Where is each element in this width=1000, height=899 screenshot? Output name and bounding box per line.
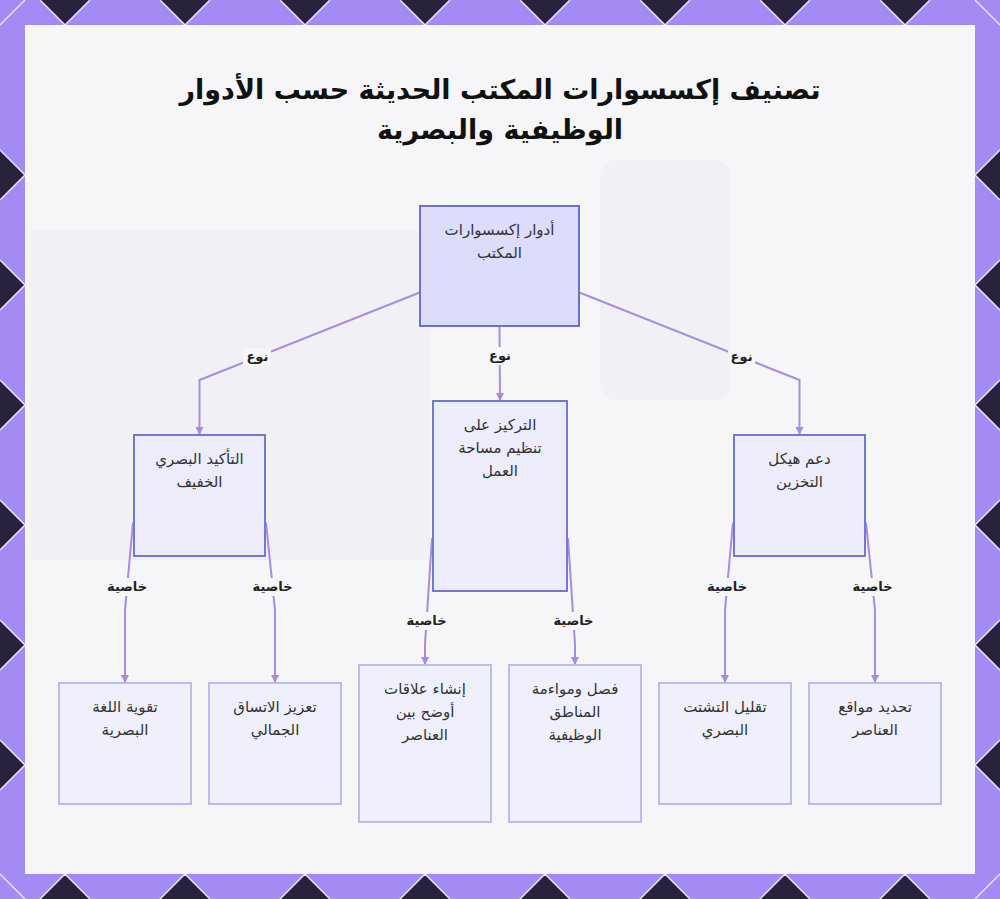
diagram-title: تصنيف إكسسوارات المكتب الحديثة حسب الأدو… — [150, 70, 850, 150]
node-text: التأكيد البصري الخفيف — [151, 448, 248, 494]
category-box: دعم هيكل التخزين — [733, 434, 866, 557]
node-text: التركيز على تنظيم مساحة العمل — [450, 414, 550, 483]
edge-label: نوع — [486, 347, 514, 365]
connector-line — [568, 538, 575, 664]
faded-photo — [30, 230, 430, 560]
connector-line — [266, 523, 275, 682]
category-box: التأكيد البصري الخفيف — [133, 434, 266, 557]
node-text: تقليل التشتت البصري — [676, 696, 774, 742]
node-text: أدوار إكسسوارات المكتب — [437, 219, 562, 265]
property-box: تقليل التشتت البصري — [658, 682, 792, 805]
connector-line — [725, 523, 733, 682]
property-box: تحديد مواقع العناصر — [808, 682, 942, 805]
edge-label: خاصية — [550, 612, 596, 630]
node-text: تحديد مواقع العناصر — [826, 696, 924, 742]
edge-label: خاصية — [404, 612, 450, 630]
faded-photo — [600, 160, 730, 400]
category-box: التركيز على تنظيم مساحة العمل — [432, 400, 568, 592]
connector-line — [200, 293, 420, 434]
property-box: تعزيز الاتساق الجمالي — [208, 682, 342, 805]
property-box: فصل ومواءمة المناطق الوظيفية — [508, 664, 642, 823]
edge-label: خاصية — [250, 578, 296, 596]
connector-line — [425, 538, 432, 664]
connector-line — [866, 523, 875, 682]
edge-label: خاصية — [704, 578, 750, 596]
node-text: تعزيز الاتساق الجمالي — [226, 696, 324, 742]
edge-label: خاصية — [850, 578, 896, 596]
edge-label: خاصية — [104, 578, 150, 596]
property-box: تقوية اللغة البصرية — [58, 682, 192, 805]
node-text: دعم هيكل التخزين — [751, 448, 848, 494]
connector-line — [125, 523, 133, 682]
connector-line — [580, 293, 800, 434]
node-text: فصل ومواءمة المناطق الوظيفية — [526, 678, 624, 747]
node-text: إنشاء علاقات أوضح بين العناصر — [376, 678, 474, 747]
root-box: أدوار إكسسوارات المكتب — [419, 205, 580, 327]
canvas-ground — [25, 25, 975, 874]
edge-label: نوع — [243, 348, 271, 366]
edge-label: نوع — [728, 348, 756, 366]
property-box: إنشاء علاقات أوضح بين العناصر — [358, 664, 492, 823]
node-text: تقوية اللغة البصرية — [76, 696, 174, 742]
